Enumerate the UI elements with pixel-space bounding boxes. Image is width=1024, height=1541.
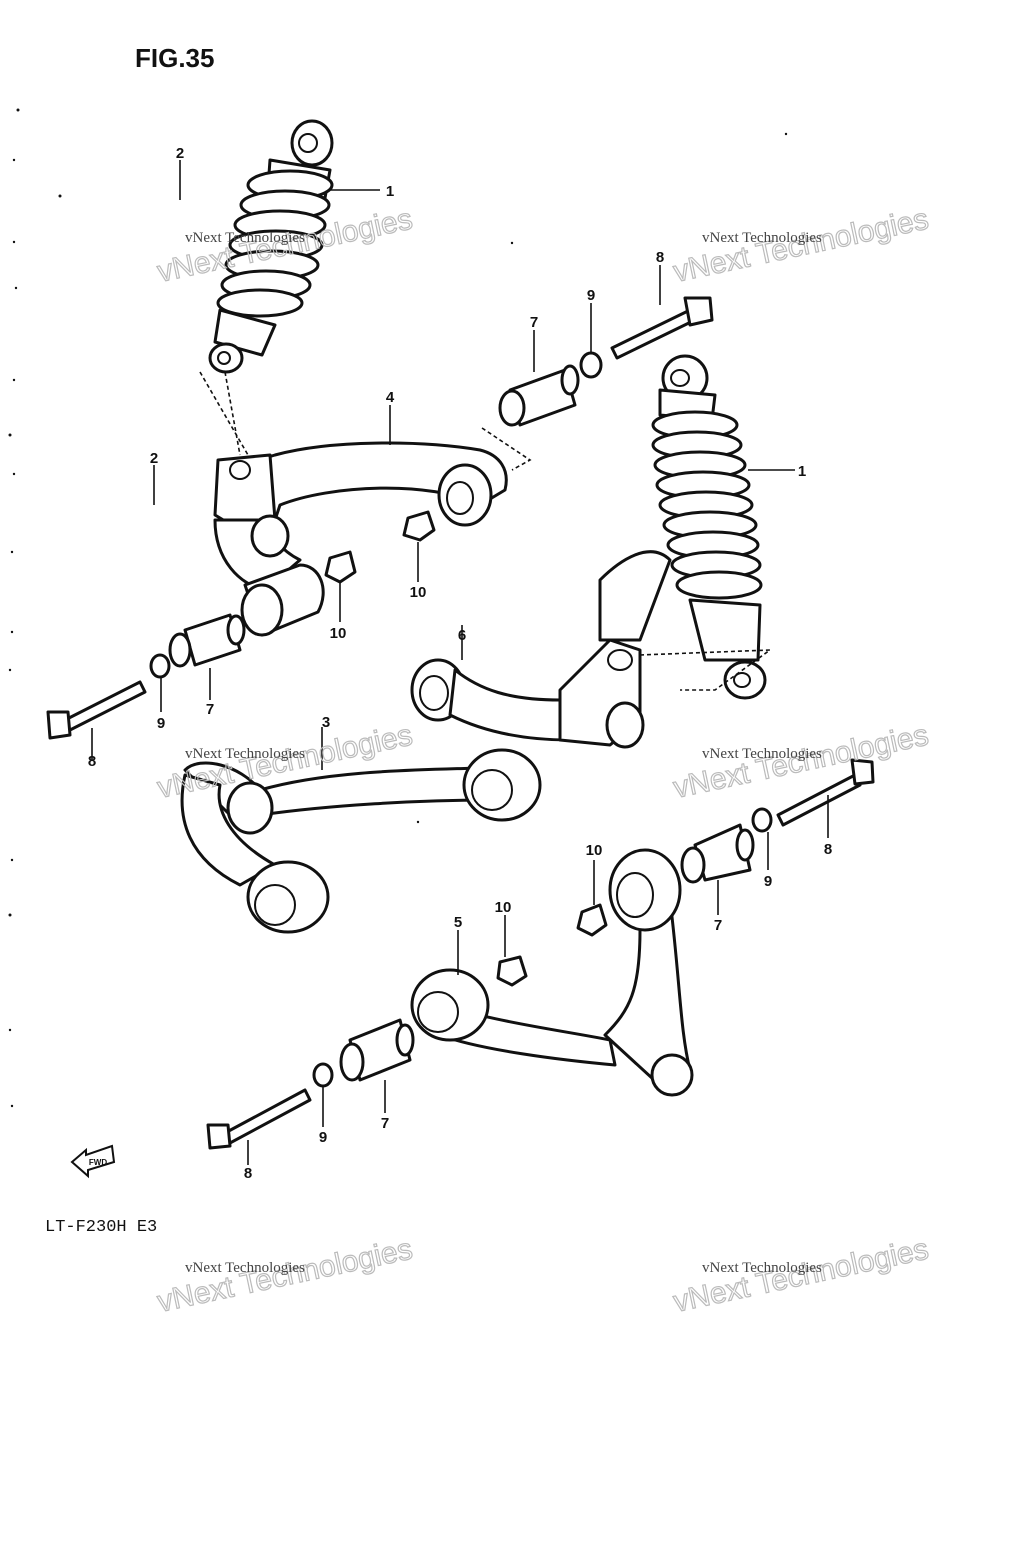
shock-absorber-left [208,119,334,374]
nut-10-a [402,510,436,542]
callout-4: 4 [386,389,395,406]
callout-10d: 10 [495,899,512,916]
callout-2b: 2 [150,450,158,467]
lower-arm-5 [410,848,694,1097]
svg-text:vNext Technologies: vNext Technologies [185,1260,305,1276]
nut-10-d [496,955,528,987]
callout-9d: 9 [319,1129,327,1146]
watermark-bottom-right: vNext Technologies vNext Technologies [670,1232,932,1319]
front-arrow-label: FWD [89,1158,107,1167]
watermark-bottom-left: vNext Technologies vNext Technologies [154,1232,416,1319]
nut-10-b [324,550,357,584]
svg-text:vNext Technologies: vNext Technologies [702,1260,822,1276]
assembly-guide-upper [199,371,532,471]
arm-6 [410,550,672,749]
callout-1a: 1 [386,183,394,200]
callout-8d: 8 [244,1165,252,1182]
callout-7c: 7 [714,917,722,934]
callout-10c: 10 [586,842,603,859]
figure-title: FIG.35 [135,43,214,73]
leader-lines [91,160,829,1165]
callout-8c: 8 [824,841,832,858]
callout-3: 3 [322,714,330,731]
callout-9a: 9 [587,287,595,304]
watermark-top-right: vNext Technologies vNext Technologies [670,202,932,289]
front-arrow-icon: FWD [70,1144,116,1179]
callout-9c: 9 [764,873,772,890]
bushing-7-left [168,613,246,668]
callout-labels: 1 1 2 2 4 6 3 5 7 7 7 7 8 8 8 8 9 9 9 9 … [88,145,832,1182]
callout-7a: 7 [530,314,538,331]
svg-text:vNext Technologies: vNext Technologies [702,230,822,246]
bolt-8-left [46,680,147,740]
svg-text:vNext Technologies: vNext Technologies [185,746,305,762]
assembly-guide-middle [639,649,773,691]
svg-text:vNext Technologies: vNext Technologies [702,746,822,762]
callout-10a: 10 [410,584,427,601]
callout-6: 6 [458,627,466,644]
callout-1b: 1 [798,463,806,480]
bolt-8-right [776,758,875,827]
svg-text:vNext Technologies: vNext Technologies [185,230,305,246]
callout-10b: 10 [330,625,347,642]
bushing-7-right [680,823,755,884]
shock-absorber-right [651,354,767,700]
nut-10-c [576,903,608,937]
watermark-mid-right: vNext Technologies vNext Technologies [670,718,932,805]
bolt-8-bottom [206,1088,312,1150]
bushing-7-upper [498,364,580,427]
callout-5: 5 [454,914,462,931]
callout-8b: 8 [88,753,96,770]
callout-8a: 8 [656,249,664,266]
callout-9b: 9 [157,715,165,732]
washer-9-bottom [312,1062,334,1088]
washer-9-left [149,653,171,679]
upper-arm-4 [213,441,508,637]
callout-7b: 7 [206,701,214,718]
model-code: LT-F230H E3 [45,1218,157,1237]
bolt-8-top [610,296,714,360]
callout-7d: 7 [381,1115,389,1132]
scan-specks [8,108,788,1108]
lower-arm-3 [180,748,542,934]
bushing-7-lower [339,1018,415,1082]
washer-9-top [579,351,603,379]
callout-2a: 2 [176,145,184,162]
washer-9-right [751,807,773,833]
